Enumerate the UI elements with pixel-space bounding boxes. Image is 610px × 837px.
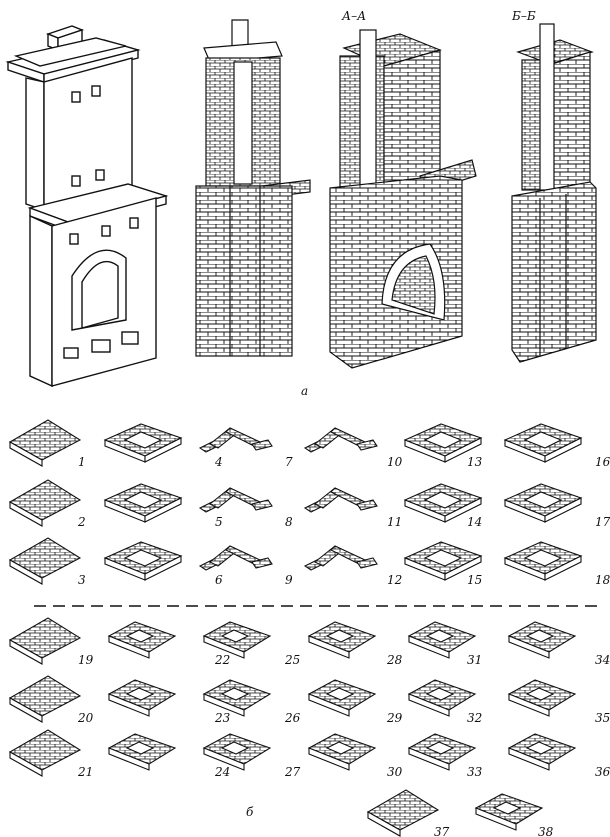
course-drawing-4: 4 bbox=[103, 423, 223, 469]
course-number-label: 16 bbox=[595, 455, 610, 469]
course-drawing-28: 28 bbox=[307, 621, 403, 667]
course-number-label: 7 bbox=[285, 455, 293, 469]
course-drawing-7: 7 bbox=[198, 427, 293, 469]
course-number-label: 24 bbox=[214, 765, 230, 779]
course-drawing-5: 5 bbox=[103, 483, 223, 529]
course-number-label: 20 bbox=[77, 711, 94, 725]
course-drawing-23: 23 bbox=[107, 679, 231, 725]
section-bb-label: Б–Б bbox=[511, 9, 536, 23]
course-drawing-2: 2 bbox=[8, 479, 86, 529]
course-drawing-1: 1 bbox=[8, 419, 86, 469]
course-number-label: 6 bbox=[215, 573, 223, 587]
course-drawing-19: 19 bbox=[8, 617, 94, 667]
course-drawing-22: 22 bbox=[107, 621, 230, 667]
course-drawing-34: 34 bbox=[507, 621, 610, 667]
course-drawing-15: 15 bbox=[403, 541, 483, 587]
course-drawing-12: 12 bbox=[303, 545, 402, 587]
course-number-label: 22 bbox=[214, 653, 230, 667]
course-drawing-13: 13 bbox=[403, 423, 483, 469]
course-number-label: 11 bbox=[387, 515, 402, 529]
course-number-label: 15 bbox=[467, 573, 482, 587]
course-number-label: 14 bbox=[467, 515, 482, 529]
course-number-label: 31 bbox=[467, 653, 482, 667]
stove-masonry-view bbox=[195, 19, 311, 357]
course-number-label: 32 bbox=[467, 711, 482, 725]
course-number-label: 19 bbox=[78, 653, 94, 667]
section-aa-label: А–А bbox=[341, 9, 366, 23]
course-drawing-25: 25 bbox=[202, 621, 300, 667]
course-number-label: 23 bbox=[214, 711, 231, 725]
course-drawing-18: 18 bbox=[503, 541, 610, 587]
part-a-label: а bbox=[301, 384, 308, 398]
course-number-label: 21 bbox=[77, 765, 93, 779]
course-number-label: 8 bbox=[285, 515, 293, 529]
part-b-label: б bbox=[246, 805, 254, 819]
course-drawing-16: 16 bbox=[503, 423, 610, 469]
course-number-label: 1 bbox=[78, 455, 86, 469]
course-drawing-30: 30 bbox=[307, 733, 403, 779]
course-number-label: 3 bbox=[78, 573, 86, 587]
course-number-label: 30 bbox=[387, 765, 403, 779]
course-drawing-27: 27 bbox=[202, 733, 301, 779]
course-drawing-38: 38 bbox=[474, 793, 554, 837]
course-drawing-8: 8 bbox=[198, 487, 293, 529]
course-number-label: 38 bbox=[538, 825, 554, 837]
course-drawing-29: 29 bbox=[307, 679, 403, 725]
course-number-label: 25 bbox=[284, 653, 300, 667]
course-number-label: 2 bbox=[77, 515, 86, 529]
course-drawing-9: 9 bbox=[198, 545, 293, 587]
course-number-label: 26 bbox=[284, 711, 301, 725]
course-number-label: 27 bbox=[284, 765, 301, 779]
stove-exterior-view bbox=[5, 25, 169, 388]
course-number-label: 34 bbox=[595, 653, 610, 667]
course-drawing-32: 32 bbox=[407, 679, 482, 725]
course-number-label: 33 bbox=[467, 765, 483, 779]
course-drawing-17: 17 bbox=[503, 483, 610, 529]
course-number-label: 4 bbox=[214, 455, 223, 469]
course-drawing-37: 37 bbox=[366, 789, 450, 837]
course-drawing-11: 11 bbox=[303, 487, 402, 529]
course-number-label: 5 bbox=[215, 515, 223, 529]
course-number-label: 28 bbox=[386, 653, 403, 667]
section-aa-view bbox=[329, 29, 477, 369]
course-drawing-35: 35 bbox=[507, 679, 610, 725]
course-drawing-26: 26 bbox=[202, 679, 301, 725]
course-number-label: 12 bbox=[387, 573, 402, 587]
course-drawing-3: 3 bbox=[8, 537, 86, 587]
course-number-label: 10 bbox=[387, 455, 403, 469]
course-drawing-14: 14 bbox=[403, 483, 483, 529]
course-number-label: 17 bbox=[595, 515, 610, 529]
course-number-label: 13 bbox=[467, 455, 483, 469]
course-drawing-21: 21 bbox=[8, 729, 93, 779]
course-drawing-31: 31 bbox=[407, 621, 482, 667]
section-bb-view bbox=[511, 23, 597, 363]
course-drawing-24: 24 bbox=[107, 733, 230, 779]
course-number-label: 18 bbox=[595, 573, 610, 587]
course-number-label: 29 bbox=[386, 711, 403, 725]
course-number-label: 35 bbox=[595, 711, 610, 725]
course-number-label: 9 bbox=[285, 573, 293, 587]
course-drawing-33: 33 bbox=[407, 733, 483, 779]
course-drawing-10: 10 bbox=[303, 427, 403, 469]
course-number-label: 37 bbox=[434, 825, 450, 837]
course-number-label: 36 bbox=[595, 765, 610, 779]
course-drawing-36: 36 bbox=[507, 733, 610, 779]
course-drawing-6: 6 bbox=[103, 541, 223, 587]
course-drawing-20: 20 bbox=[8, 675, 94, 725]
